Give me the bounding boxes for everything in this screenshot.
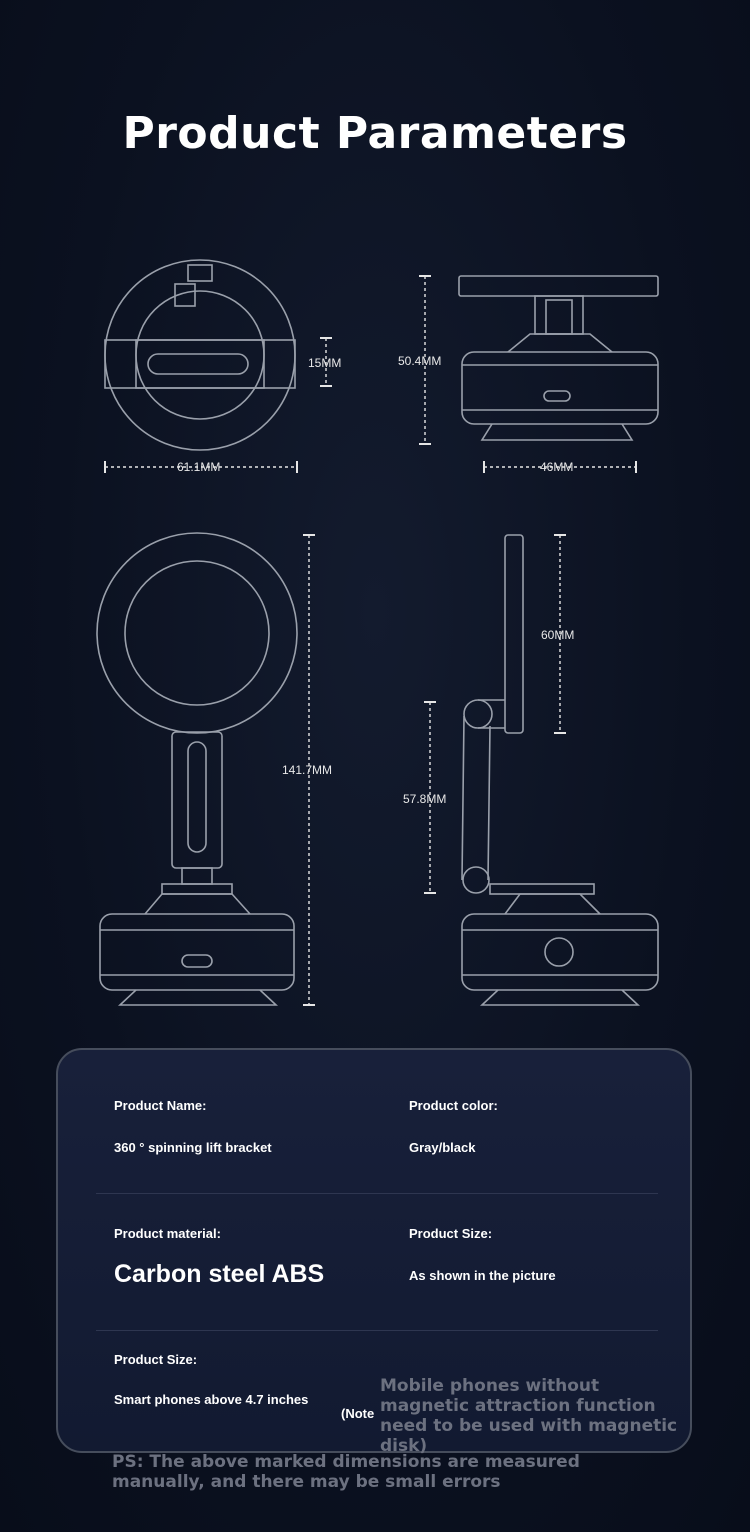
- dim-label: 15MM: [308, 356, 341, 370]
- product-size-value: As shown in the picture: [409, 1268, 556, 1283]
- top-view-drawing: [104, 259, 296, 451]
- side-view-drawing: [458, 275, 659, 441]
- dim-label: 60MM: [541, 628, 574, 642]
- product-color-value: Gray/black: [409, 1140, 476, 1155]
- product-material-label: Product material:: [114, 1226, 221, 1241]
- dim-label: 141.7MM: [282, 763, 332, 777]
- product-name-label: Product Name:: [114, 1098, 207, 1113]
- dim-label: 46MM: [540, 460, 573, 474]
- phone-size-label: Product Size:: [114, 1352, 198, 1367]
- page-title: Product Parameters: [122, 108, 628, 159]
- dim-label: 50.4MM: [398, 354, 441, 368]
- note-text: Mobile phones without magnetic attractio…: [380, 1376, 678, 1456]
- product-material-value: Carbon steel ABS: [114, 1260, 325, 1288]
- product-size-label: Product Size:: [409, 1226, 493, 1241]
- note-prefix: (Note: [341, 1406, 375, 1421]
- product-name-value: 360 ° spinning lift bracket: [114, 1140, 272, 1155]
- product-color-label: Product color:: [409, 1098, 498, 1113]
- spec-card: Product Name: 360 ° spinning lift bracke…: [56, 1048, 692, 1456]
- side-tall-drawing: [461, 534, 659, 1006]
- divider: [96, 1330, 658, 1331]
- dim-label: 57.8MM: [403, 792, 446, 806]
- footnote: PS: The above marked dimensions are meas…: [112, 1452, 580, 1492]
- phone-size-value: Smart phones above 4.7 inches: [114, 1392, 309, 1407]
- dim-label: 61.1MM: [177, 460, 220, 474]
- product-drawings: 61.1MM 15MM 50.4MM 46MM 141.7MM: [96, 259, 659, 1006]
- divider: [96, 1193, 658, 1194]
- front-view-drawing: [96, 532, 298, 1006]
